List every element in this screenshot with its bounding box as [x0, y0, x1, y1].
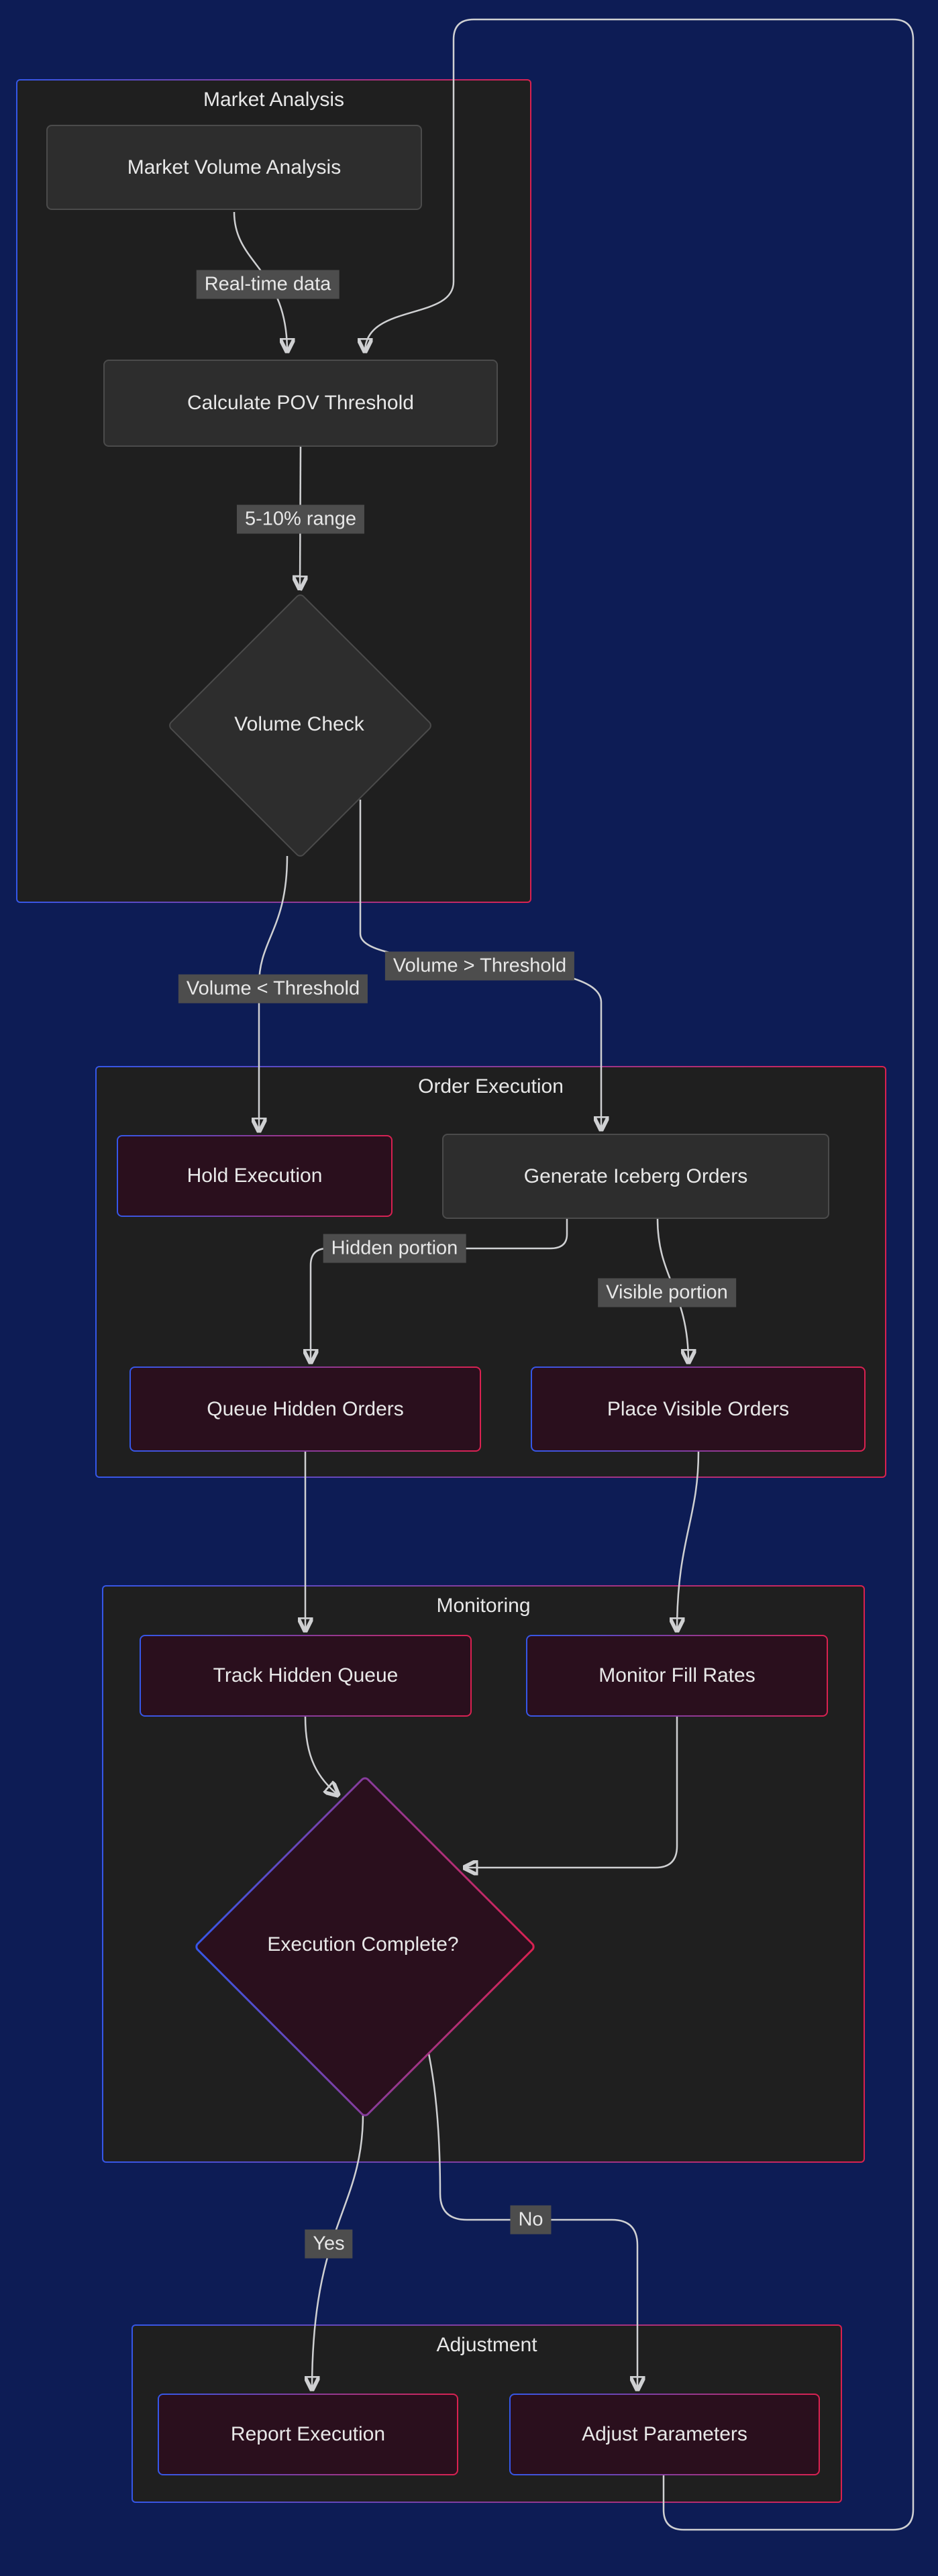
edge-label-real-time-data: Real-time data [196, 270, 340, 299]
subgraph-title-order-execution: Order Execution [418, 1075, 564, 1097]
node-track-hidden-queue-label: Track Hidden Queue [213, 1664, 399, 1686]
node-report-execution: Report Execution [158, 2394, 458, 2475]
edge-execution-complete-yes-report [312, 2113, 364, 2390]
edge-label-volume-lt-threshold: Volume < Threshold [178, 974, 368, 1004]
node-calculate-pov-threshold-label: Calculate POV Threshold [187, 392, 414, 414]
edge-place-visible-to-monitor-fill [677, 1451, 700, 1631]
node-place-visible-orders-label: Place Visible Orders [607, 1397, 790, 1420]
edge-label-range: 5-10% range [236, 504, 365, 534]
edge-track-queue-to-execution-complete [304, 1716, 338, 1795]
node-queue-hidden-orders-label: Queue Hidden Orders [207, 1397, 404, 1420]
subgraph-title-monitoring: Monitoring [436, 1595, 531, 1617]
node-place-visible-orders: Place Visible Orders [531, 1366, 866, 1452]
node-monitor-fill-rates: Monitor Fill Rates [526, 1635, 828, 1717]
edge-adjust-parameters-loop-to-pov [365, 18, 915, 2531]
node-market-volume-analysis-label: Market Volume Analysis [127, 156, 342, 178]
node-report-execution-label: Report Execution [230, 2423, 386, 2445]
node-generate-iceberg-orders: Generate Iceberg Orders [442, 1134, 829, 1219]
node-queue-hidden-orders: Queue Hidden Orders [129, 1366, 481, 1452]
node-calculate-pov-threshold: Calculate POV Threshold [103, 360, 498, 447]
node-execution-complete-label: Execution Complete? [267, 1933, 459, 1955]
node-market-volume-analysis: Market Volume Analysis [46, 125, 422, 210]
edge-label-volume-gt-threshold: Volume > Threshold [384, 951, 575, 981]
node-hold-execution-label: Hold Execution [187, 1165, 323, 1187]
edge-execution-complete-no-adjust [426, 2047, 637, 2390]
node-volume-check-label: Volume Check [234, 713, 364, 735]
subgraph-title-market-analysis: Market Analysis [203, 89, 345, 111]
node-volume-check: Volume Check [166, 592, 434, 859]
edge-label-no: No [510, 2205, 552, 2235]
node-track-hidden-queue: Track Hidden Queue [140, 1635, 472, 1717]
node-generate-iceberg-orders-label: Generate Iceberg Orders [523, 1165, 748, 1187]
node-monitor-fill-rates-label: Monitor Fill Rates [598, 1664, 755, 1686]
node-adjust-parameters: Adjust Parameters [509, 2394, 820, 2475]
node-hold-execution: Hold Execution [117, 1135, 393, 1217]
edge-label-yes: Yes [305, 2229, 353, 2259]
node-adjust-parameters-label: Adjust Parameters [582, 2423, 747, 2445]
edge-monitor-fill-to-execution-complete [464, 1717, 678, 1868]
subgraph-title-adjustment: Adjustment [436, 2334, 537, 2356]
edge-label-hidden-portion: Hidden portion [323, 1234, 466, 1263]
node-execution-complete: Execution Complete? [193, 1775, 537, 2118]
edge-label-visible-portion: Visible portion [598, 1278, 736, 1307]
